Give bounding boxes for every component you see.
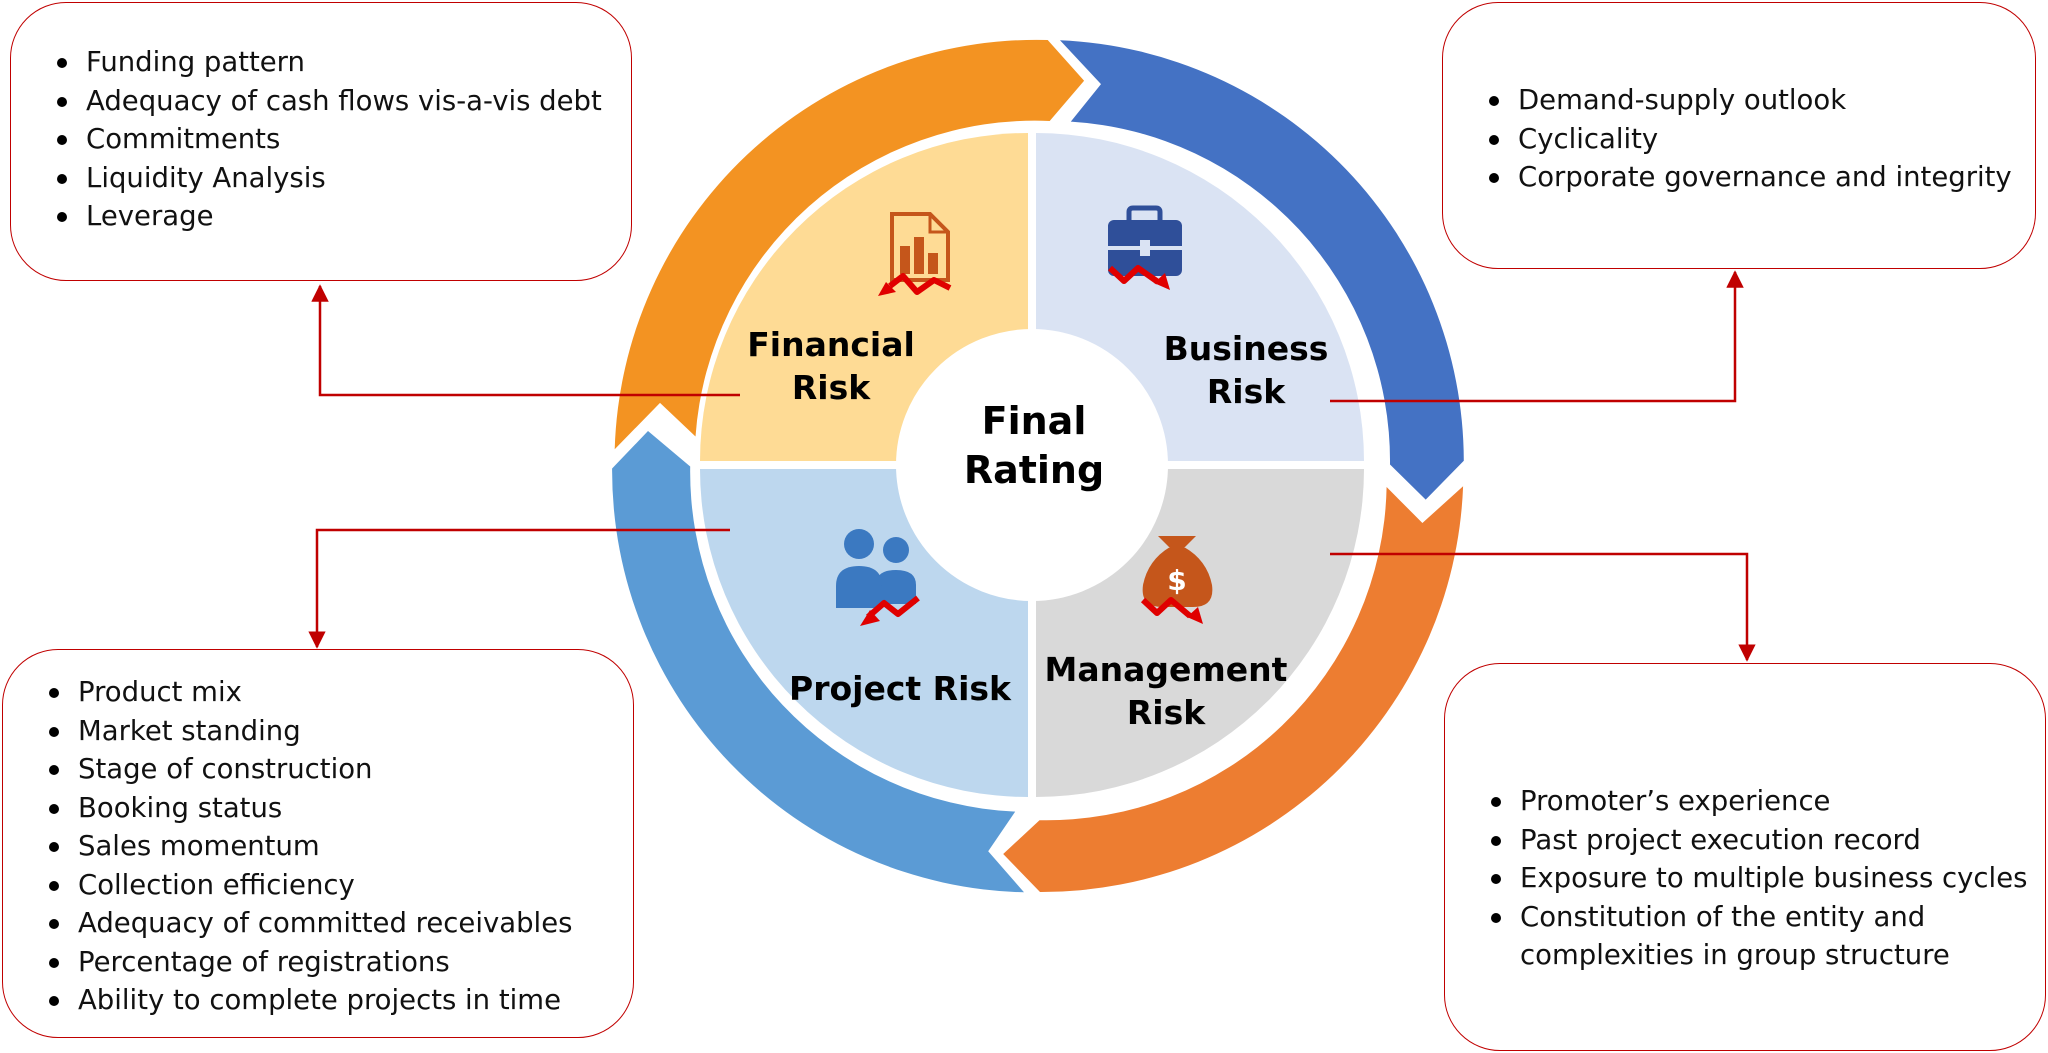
list-item: Constitution of the entity and complexit… <box>1485 898 2040 975</box>
financial-connector-arrow <box>311 284 740 397</box>
ring-segment-orange-bottom <box>1003 486 1464 893</box>
list-item: Leverage <box>51 197 631 236</box>
management-connector-arrow <box>1330 552 1756 662</box>
list-item: Corporate governance and integrity <box>1483 158 2035 197</box>
project-connector-arrow <box>308 528 730 649</box>
list-item: Demand-supply outlook <box>1483 81 2035 120</box>
management-risk-label-line2: Risk <box>1127 693 1206 732</box>
financial-risk-factors-list: Funding pattern Adequacy of cash flows v… <box>51 43 631 236</box>
management-risk-factors-box: Promoter’s experience Past project execu… <box>1444 663 2046 1051</box>
management-risk-label-line1: Management <box>1045 650 1288 689</box>
business-risk-factors-box: Demand-supply outlook Cyclicality Corpor… <box>1442 2 2036 269</box>
project-risk-label: Project Risk <box>789 669 1012 708</box>
ring-segment-orange-top <box>614 39 1085 450</box>
report-chart-icon <box>878 212 952 296</box>
business-risk-label-line2: Risk <box>1207 372 1286 411</box>
financial-risk-label-line1: Financial <box>747 325 915 364</box>
people-icon <box>836 529 920 626</box>
business-connector-arrow <box>1330 270 1744 403</box>
list-item: Ability to complete projects in time <box>43 981 633 1020</box>
list-item: Past project execution record <box>1485 821 2045 860</box>
center-circle <box>896 329 1168 601</box>
list-item: Adequacy of committed receivables <box>43 904 633 943</box>
list-item: Sales momentum <box>43 827 633 866</box>
ring-segment-blue-top <box>1060 40 1464 500</box>
list-item: Commitments <box>51 120 631 159</box>
list-item: Percentage of registrations <box>43 943 633 982</box>
list-item: Cyclicality <box>1483 120 2035 159</box>
list-item: Booking status <box>43 789 633 828</box>
center-label-line1: Final <box>982 399 1087 443</box>
list-item: Product mix <box>43 673 633 712</box>
list-item: Promoter’s experience <box>1485 782 2045 821</box>
list-item: Market standing <box>43 712 633 751</box>
list-item: Exposure to multiple business cycles <box>1485 859 2045 898</box>
list-item: Liquidity Analysis <box>51 159 631 198</box>
ring-segment-blue-bottom <box>612 431 1024 893</box>
project-risk-factors-box: Product mix Market standing Stage of con… <box>2 649 634 1038</box>
project-risk-factors-list: Product mix Market standing Stage of con… <box>43 673 633 1020</box>
financial-risk-factors-box: Funding pattern Adequacy of cash flows v… <box>10 2 632 281</box>
list-item: Stage of construction <box>43 750 633 789</box>
list-item: Adequacy of cash flows vis-a-vis debt <box>51 82 631 121</box>
center-label-line2: Rating <box>964 448 1104 492</box>
management-risk-factors-list: Promoter’s experience Past project execu… <box>1485 782 2045 975</box>
svg-text:$: $ <box>1167 564 1186 597</box>
money-bag-icon: $ <box>1140 536 1213 624</box>
list-item: Collection efficiency <box>43 866 633 905</box>
business-risk-label-line1: Business <box>1164 329 1329 368</box>
financial-risk-label-line2: Risk <box>792 368 871 407</box>
list-item: Funding pattern <box>51 43 631 82</box>
business-risk-factors-list: Demand-supply outlook Cyclicality Corpor… <box>1483 81 2035 197</box>
briefcase-icon <box>1107 205 1182 290</box>
